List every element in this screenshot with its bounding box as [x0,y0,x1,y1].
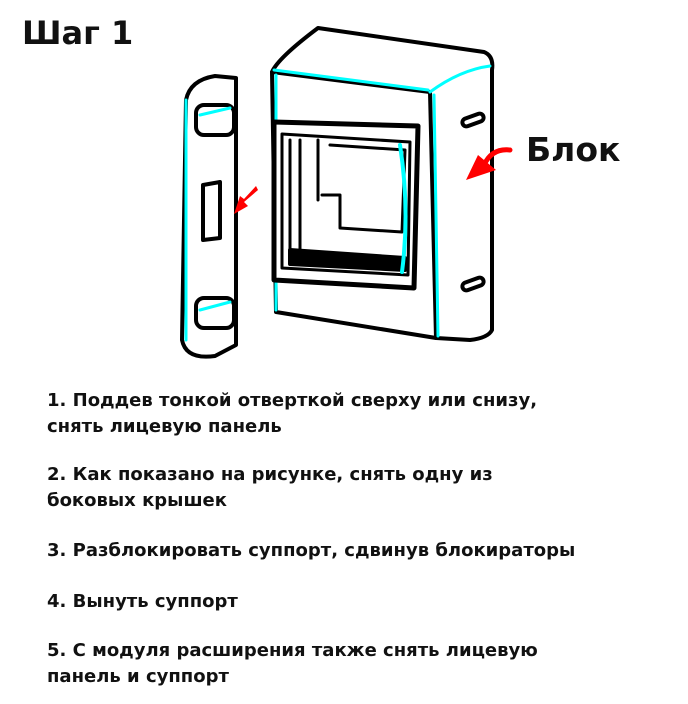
side-cover [180,74,238,359]
step-1: 1. Поддев тонкой отверткой сверху или сн… [47,390,538,437]
step-4: 4. Вынуть суппорт [47,591,238,612]
page-title: Шаг 1 [22,14,134,52]
step-3: 3. Разблокировать суппорт, сдвинув блоки… [47,540,576,561]
step-2: 2. Как показано на рисунке, снять одну и… [47,464,493,511]
pointer-arrow-icon [466,147,513,180]
enclosure-illustration [180,26,513,359]
step-5: 5. С модуля расширения также снять лицев… [47,640,538,687]
block-label: Блок [526,130,621,169]
remove-arrow-icon [234,186,258,214]
enclosure-block [270,26,495,342]
